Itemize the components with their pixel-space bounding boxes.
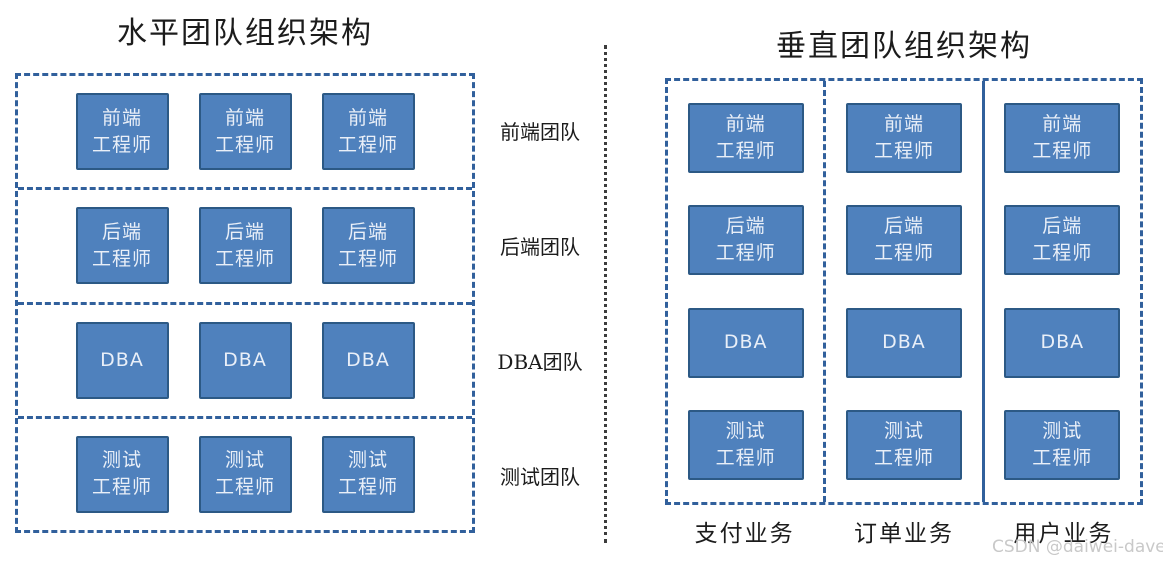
business-column-order: 前端 工程师 后端 工程师 DBA 测试 工程师 (823, 81, 981, 502)
team-label-test: 测试团队 (500, 465, 580, 489)
csdn-watermark: CSDN @daiwei-dave (992, 537, 1163, 557)
business-column-user: 前端 工程师 后端 工程师 DBA 测试 工程师 (981, 81, 1140, 502)
member-box: DBA (845, 307, 962, 378)
team-row-backend: 后端 工程师 后端 工程师 后端 工程师 (18, 187, 472, 301)
business-column-payment: 前端 工程师 后端 工程师 DBA 测试 工程师 (668, 81, 823, 502)
team-label-frontend: 前端团队 (500, 120, 580, 144)
member-box: 前端 工程师 (75, 93, 169, 171)
member-box: 前端 工程师 (1004, 103, 1121, 174)
member-box: 测试 工程师 (1004, 409, 1121, 480)
member-box: 前端 工程师 (845, 103, 962, 174)
business-labels: 支付业务 订单业务 用户业务 (665, 514, 1143, 548)
member-box: DBA (687, 307, 804, 378)
member-box: DBA (321, 321, 415, 399)
vertical-team-grid: 前端 工程师 后端 工程师 DBA 测试 工程师 前端 工程师 后端 工程师 D… (665, 78, 1143, 505)
member-box: 后端 工程师 (198, 207, 292, 285)
team-row-dba: DBA DBA DBA (18, 301, 472, 416)
member-box: 后端 工程师 (845, 205, 962, 276)
member-box: DBA (75, 321, 169, 399)
member-box: 后端 工程师 (75, 207, 169, 285)
member-box: 后端 工程师 (321, 207, 415, 285)
member-box: 前端 工程师 (198, 93, 292, 171)
business-label-payment: 支付业务 (694, 521, 795, 547)
member-box: 测试 工程师 (845, 409, 962, 480)
center-divider (604, 45, 607, 543)
member-box: 前端 工程师 (687, 103, 804, 174)
team-row-frontend: 前端 工程师 前端 工程师 前端 工程师 (18, 76, 472, 187)
team-label-dba: DBA团队 (497, 350, 583, 374)
member-box: 测试 工程师 (687, 409, 804, 480)
member-box: 测试 工程师 (198, 435, 292, 513)
left-diagram-title: 水平团队组织架构 (117, 16, 373, 51)
team-row-test: 测试 工程师 测试 工程师 测试 工程师 (18, 415, 472, 530)
member-box: DBA (198, 321, 292, 399)
member-box: 后端 工程师 (1004, 205, 1121, 276)
horizontal-team-grid: 前端 工程师 前端 工程师 前端 工程师 后端 工程师 后端 工程师 后端 工程… (15, 73, 475, 533)
member-box: 后端 工程师 (687, 205, 804, 276)
team-label-backend: 后端团队 (500, 235, 580, 259)
member-box: DBA (1004, 307, 1121, 378)
member-box: 测试 工程师 (75, 435, 169, 513)
member-box: 前端 工程师 (321, 93, 415, 171)
team-labels: 前端团队 后端团队 DBA团队 测试团队 (484, 73, 596, 533)
member-box: 测试 工程师 (321, 435, 415, 513)
business-label-order: 订单业务 (853, 521, 954, 547)
business-label-user: 用户业务 (1013, 521, 1114, 547)
right-diagram-title: 垂直团队组织架构 (776, 29, 1032, 64)
